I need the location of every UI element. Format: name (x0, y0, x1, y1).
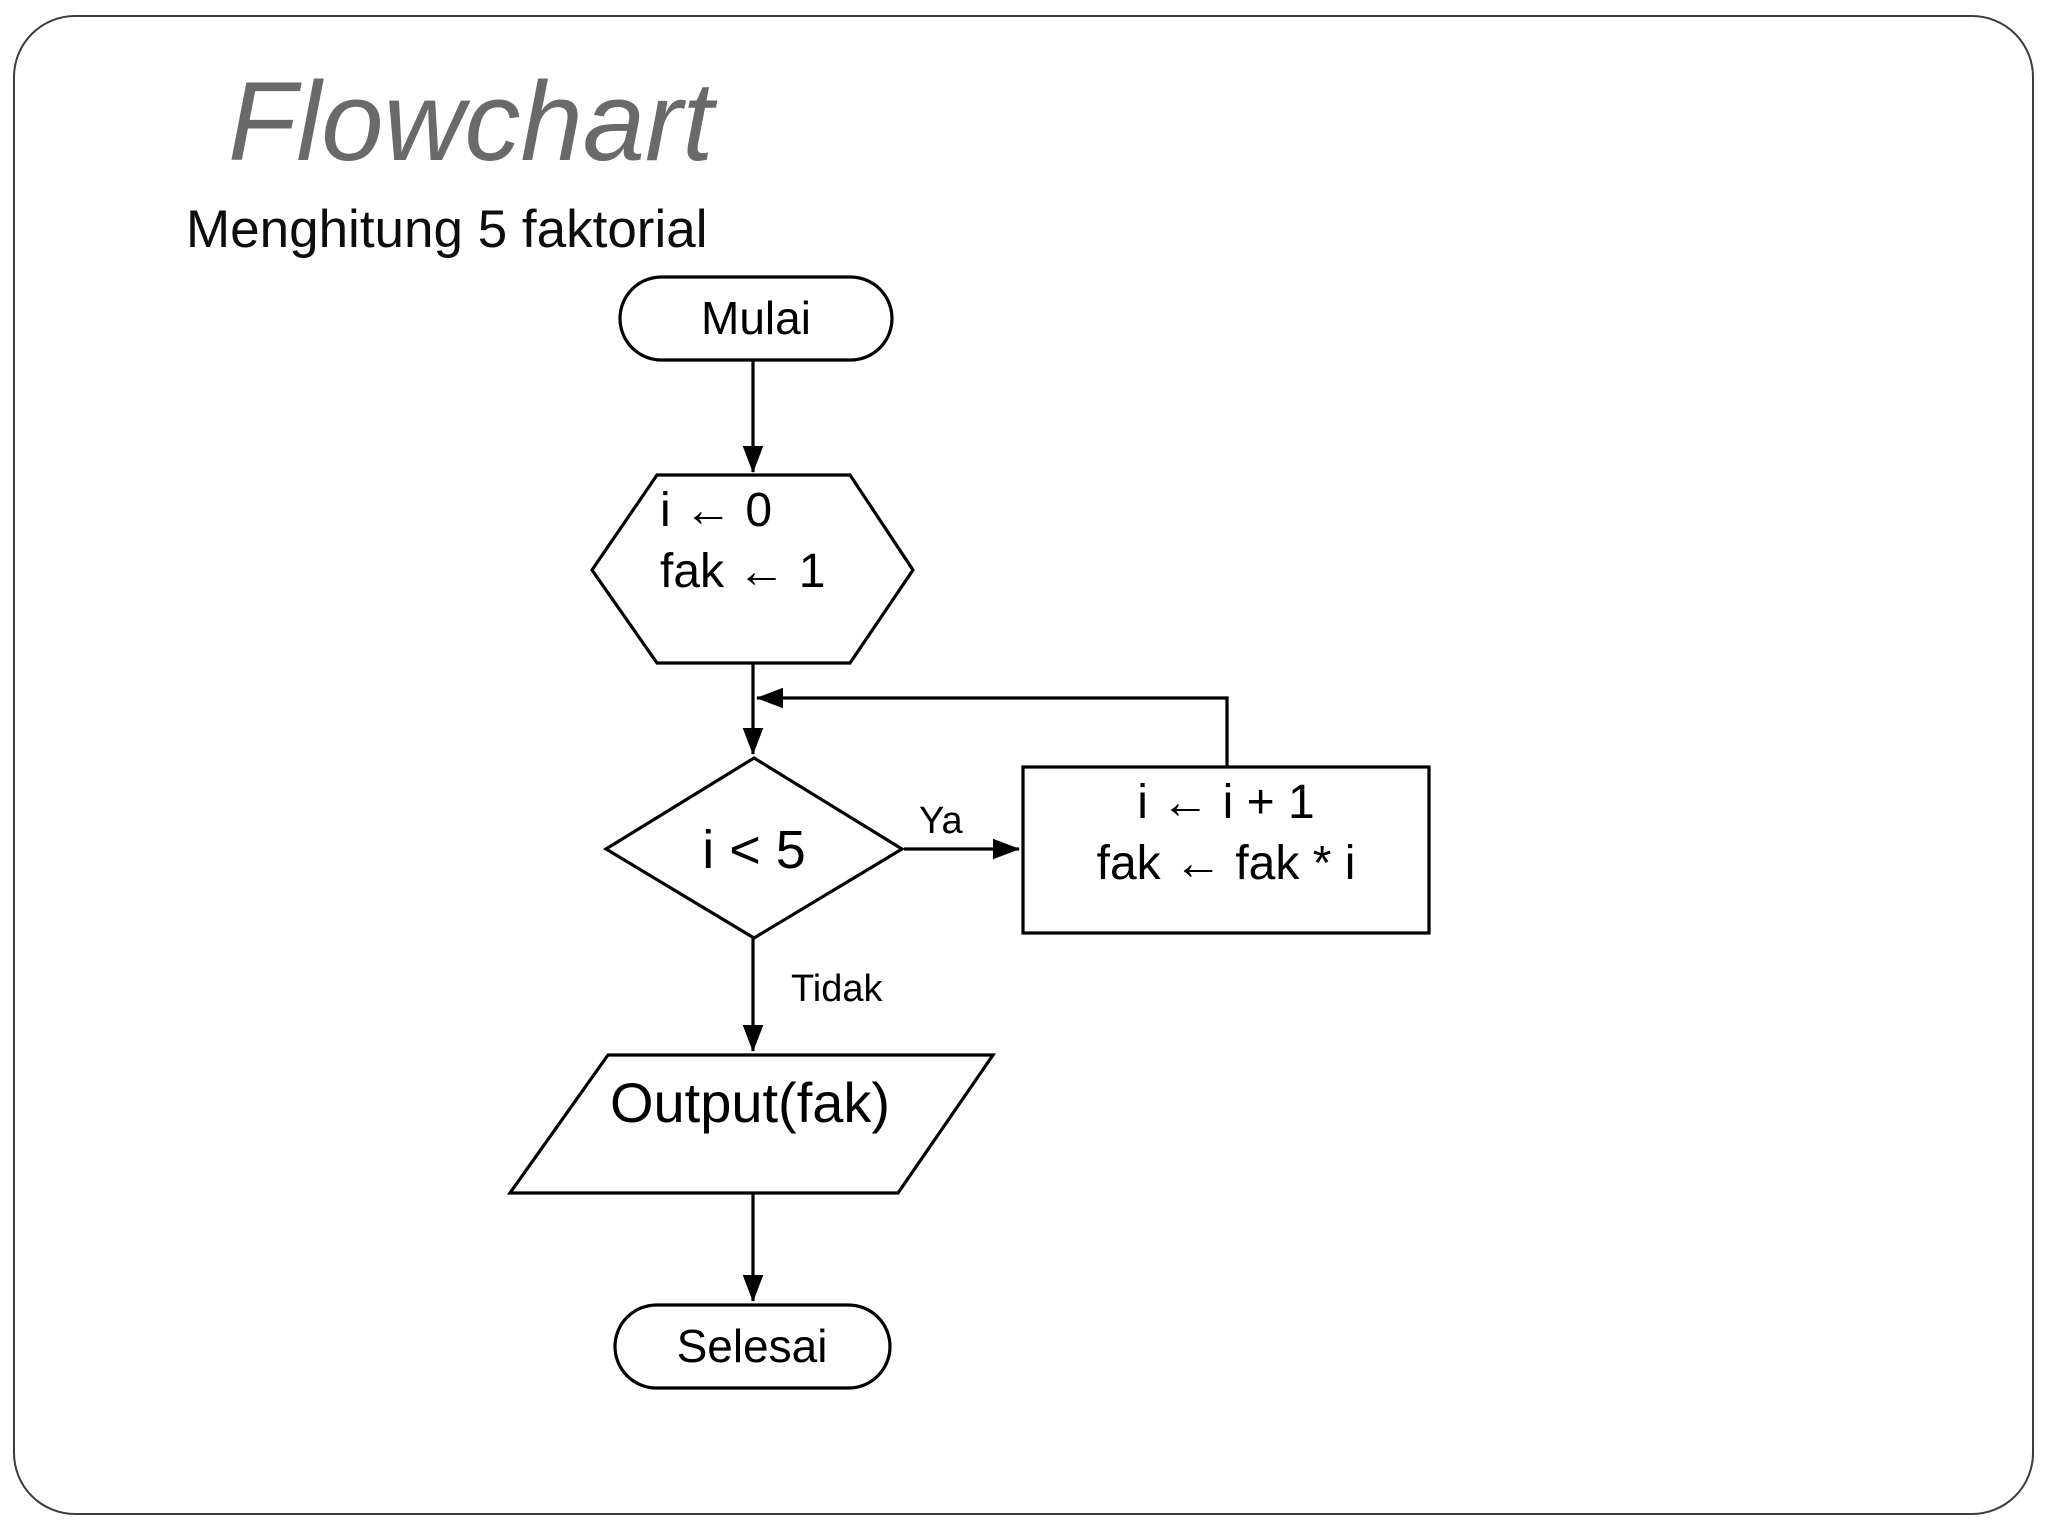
init-line2: fak ← 1 (660, 545, 825, 598)
init-line1: i ← 0 (660, 484, 772, 537)
decision-label: i < 5 (702, 820, 806, 880)
decision-diamond (602, 756, 906, 940)
init-preparation-hexagon (590, 473, 915, 665)
end-label: Selesai (677, 1320, 828, 1372)
branch-yes-label: Ya (919, 800, 964, 842)
page-title: Flowchart (228, 59, 714, 184)
edge-loop-feedback (756, 687, 1229, 766)
loop-line2: fak ← fak * i (1097, 837, 1356, 890)
output-parallelogram (506, 1053, 997, 1195)
page-subtitle: Menghitung 5 faktorial (186, 200, 708, 259)
branch-no-label: Tidak (791, 968, 884, 1010)
loop-process-box (1021, 765, 1431, 935)
start-label: Mulai (701, 292, 811, 344)
end-terminator (613, 1303, 892, 1390)
output-label: Output(fak) (610, 1071, 890, 1134)
loop-line1: i ← i + 1 (1137, 776, 1314, 829)
start-terminator (618, 275, 894, 362)
